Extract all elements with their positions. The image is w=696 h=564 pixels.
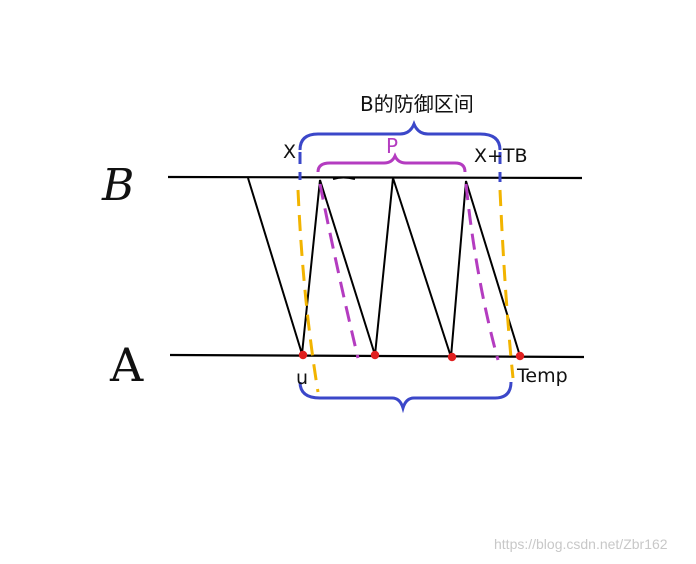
blue-brace-bottom (298, 381, 513, 414)
label-u: u (296, 367, 309, 389)
label-x: X (283, 141, 297, 163)
blue-brace-top (298, 119, 502, 151)
yellow-dashed-left (296, 189, 320, 393)
line-b (167, 175, 583, 180)
purple-dashed-right (464, 183, 500, 361)
line-b-label: B (102, 160, 135, 211)
diagram-title: B的防御区间 (360, 92, 474, 116)
purple-brace-p (316, 152, 467, 173)
label-p: P (386, 134, 399, 158)
yellow-dashed-right (498, 189, 515, 379)
squiggle-b (332, 176, 356, 180)
point-temp (515, 351, 525, 361)
point-2 (370, 350, 380, 360)
zigzag-path (247, 177, 521, 358)
watermark: https://blog.csdn.net/Zbr162 (494, 536, 668, 552)
label-temp: Temp (517, 365, 568, 387)
label-x-tb: X+TB (474, 145, 528, 167)
line-a-label: A (110, 338, 144, 392)
point-3 (447, 352, 457, 362)
purple-dashed-left (318, 183, 360, 359)
point-u (298, 350, 308, 360)
